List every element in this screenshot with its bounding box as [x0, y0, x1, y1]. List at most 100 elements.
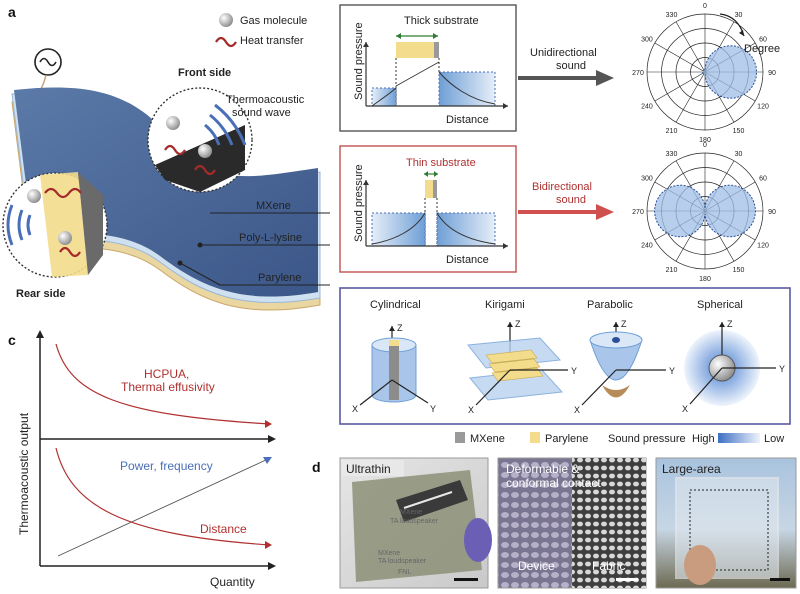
photo-large-area: Large-area [655, 457, 797, 589]
svg-text:MXene: MXene [378, 550, 400, 557]
panel-a-letter: a [8, 4, 16, 20]
photo-conformal: Deformable & conformal contact Device Fa… [497, 457, 647, 589]
material-legend: MXene Parylene Sound pressure High Low [455, 432, 784, 445]
svg-text:MXene: MXene [470, 433, 505, 445]
photo-ultrathin: MXene TA loudspeaker MXene TA loudspeake… [339, 457, 492, 589]
polar-angle-label: 30 [735, 151, 743, 158]
thick-xlabel: Distance [446, 114, 489, 126]
polar-plot-bidirectional: 0 30 60 90 120 150 180 210 240 270 300 330 [632, 142, 776, 283]
gas-molecule-icon [219, 13, 233, 27]
front-side-magnifier [147, 87, 253, 193]
kirigami-shape: Z Y X [467, 319, 577, 415]
curve2-label: Power, frequency [120, 459, 213, 473]
polar-angle-label: 210 [666, 267, 678, 274]
curve3-label: Distance [200, 522, 247, 536]
polar-angle-label: 180 [699, 137, 711, 144]
polar-angle-label: 270 [632, 70, 644, 77]
svg-text:Y: Y [779, 364, 785, 374]
front-side-label: Front side [178, 67, 231, 79]
polar-angle-label: 120 [757, 243, 769, 250]
layer-label-parylene: Parylene [258, 272, 301, 284]
svg-text:FNL: FNL [398, 569, 411, 576]
panel-d: d MXene TA loudspeaker MXene TA loudspea… [312, 457, 797, 589]
polar-angle-label: 0 [703, 142, 707, 149]
shape-label-kirigami: Kirigami [485, 299, 525, 311]
svg-text:High: High [692, 433, 715, 445]
photo1-label: Ultrathin [346, 462, 391, 476]
panel-c-ylabel: Thermoacoustic output [17, 412, 31, 535]
shape-label-spherical: Spherical [697, 299, 743, 311]
svg-text:Low: Low [764, 433, 784, 445]
thick-title: Thick substrate [404, 15, 479, 27]
cylindrical-shape: Z X Y [352, 323, 436, 414]
degree-label: Degree [744, 43, 780, 55]
polar-pattern [653, 184, 757, 238]
svg-text:X: X [468, 405, 474, 415]
wave-label-line2: sound wave [232, 107, 291, 119]
bidirectional-line1: Bidirectional [532, 181, 592, 193]
polar-angle-label: 0 [703, 3, 707, 10]
svg-text:Parylene: Parylene [545, 433, 588, 445]
polar-angle-label: 180 [699, 276, 711, 283]
svg-text:Z: Z [515, 319, 521, 329]
panel-c: c Thermoacoustic output Quantity HCPUA, … [8, 330, 276, 589]
svg-text:Y: Y [571, 366, 577, 376]
parabolic-shape: Z Y X [574, 319, 675, 415]
polar-angle-label: 240 [641, 243, 653, 250]
svg-text:X: X [574, 405, 580, 415]
polar-angle-label: 270 [632, 209, 644, 216]
panel-c-xlabel: Quantity [210, 575, 255, 589]
unidirectional-arrow [518, 70, 614, 86]
polar-angle-label: 90 [768, 209, 776, 216]
curve1-line2: Thermal effusivity [121, 380, 215, 394]
svg-text:MXene: MXene [400, 509, 422, 516]
thin-substrate-plot: Thin substrate Sound pressure Distance [339, 145, 517, 273]
polar-angle-label: 90 [768, 70, 776, 77]
layer-label-polylysine: Poly-L-lysine [239, 232, 302, 244]
photo2-label-line2: conformal contact [506, 476, 601, 490]
shape-label-cylindrical: Cylindrical [370, 299, 421, 311]
panel-c-letter: c [8, 332, 16, 348]
svg-text:Y: Y [430, 404, 436, 414]
gas-molecule-label: Gas molecule [240, 15, 307, 27]
polar-angle-label: 300 [641, 37, 653, 44]
svg-text:Y: Y [669, 366, 675, 376]
photo3-label: Large-area [662, 462, 721, 476]
svg-text:Sound pressure: Sound pressure [608, 433, 686, 445]
polar-angle-label: 330 [666, 151, 678, 158]
svg-text:X: X [682, 404, 688, 414]
polar-angle-label: 30 [735, 12, 743, 19]
unidirectional-line2: sound [556, 60, 586, 72]
thick-ylabel: Sound pressure [353, 22, 365, 100]
polar-angle-label: 330 [666, 12, 678, 19]
polar-angle-label: 300 [641, 176, 653, 183]
polar-angle-label: 240 [641, 104, 653, 111]
svg-text:TA loudspeaker: TA loudspeaker [390, 518, 439, 525]
svg-text:TA loudspeaker: TA loudspeaker [378, 558, 427, 565]
photo2-fabric: Fabric [592, 559, 625, 573]
svg-text:Z: Z [621, 319, 627, 329]
thin-xlabel: Distance [446, 254, 489, 266]
heat-wave-icon [215, 36, 237, 48]
thin-ylabel: Sound pressure [353, 164, 365, 242]
thin-title: Thin substrate [406, 157, 476, 169]
curve-effusivity [55, 343, 271, 425]
shapes-panel: Cylindrical Kirigami Parabolic Spherical… [339, 287, 791, 425]
polar-angle-label: 150 [733, 128, 745, 135]
curve-power [57, 458, 269, 557]
polar-angle-label: 60 [759, 37, 767, 44]
polar-angle-label: 60 [759, 176, 767, 183]
polar-pattern [702, 45, 758, 99]
unidirectional-line1: Unidirectional [530, 47, 597, 59]
wave-label-line1: Thermoacoustic [226, 94, 305, 106]
curve1-line1: HCPUA, [144, 367, 189, 381]
svg-text:X: X [352, 404, 358, 414]
polar-angle-label: 120 [757, 104, 769, 111]
svg-text:Z: Z [727, 319, 733, 329]
rear-side-magnifier [2, 172, 108, 278]
polar-angle-label: 150 [733, 267, 745, 274]
photo2-label-line1: Deformable & [506, 462, 579, 476]
panel-b: b Thick substrate Sound pressure Distanc… [339, 3, 791, 445]
